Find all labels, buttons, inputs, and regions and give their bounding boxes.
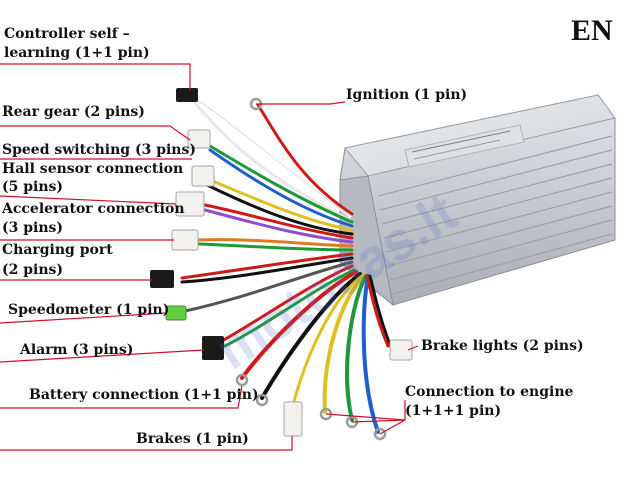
label-brake-lights: Brake lights (2 pins) [421,338,584,354]
label-brakes: Brakes (1 pin) [136,431,249,447]
label-hall-sensor-line1: Hall sensor connection [2,161,184,177]
wire-harness [178,92,394,434]
label-charging-port-line2: (2 pins) [2,262,64,278]
label-speed-switching: Speed switching (3 pins) [2,142,196,158]
label-ignition: Ignition (1 pin) [346,87,468,103]
label-speedometer: Speedometer (1 pin) [8,302,170,318]
label-accelerator-line1: Accelerator connection [2,201,185,217]
label-engine-connection-line2: (1+1+1 pin) [405,403,502,419]
leader-lines [0,63,419,451]
label-charging-port-line1: Charging port [2,242,113,258]
label-rear-gear: Rear gear (2 pins) [2,104,145,120]
label-self-learning-line1: Controller self – [4,26,130,42]
language-badge: EN [571,14,613,47]
connector-icons [150,88,413,437]
label-battery-connection: Battery connection (1+1 pin) [29,387,259,403]
label-engine-connection-line1: Connection to engine [405,384,574,400]
label-accelerator-line2: (3 pins) [2,220,64,236]
label-alarm: Alarm (3 pins) [20,342,134,358]
label-hall-sensor-line2: (5 pins) [2,179,64,195]
label-self-learning-line2: learning (1+1 pin) [4,45,150,61]
